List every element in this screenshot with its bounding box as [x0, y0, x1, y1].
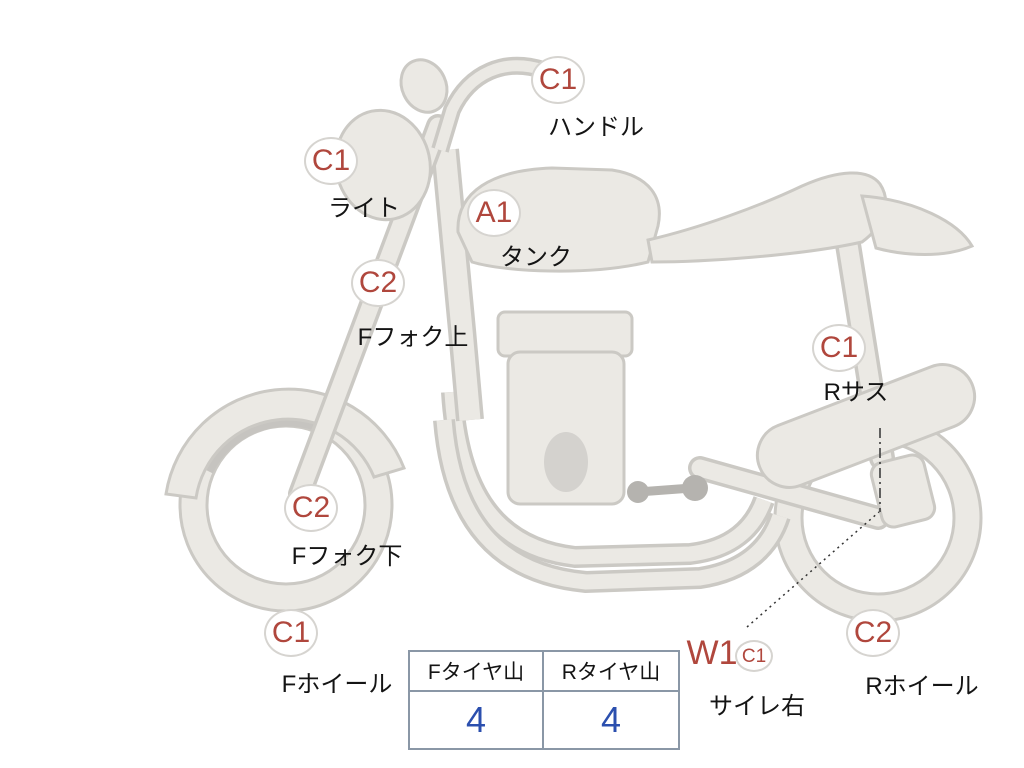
part-label-rear-wheel: Rホイール [865, 673, 979, 700]
swingarm-shape [688, 456, 890, 530]
part-label-front-fork-upper: Fフォク上 [357, 324, 469, 351]
tire-tread-table: Fタイヤ山 Rタイヤ山 4 4 [408, 650, 680, 750]
grade-badge-tank: A1 [467, 189, 521, 237]
grade-text: C2 [853, 616, 893, 649]
grade-badge-silencer: C1 [735, 640, 773, 672]
tire-table-value-front: 4 [410, 692, 544, 748]
grade-badge-rear-suspension: C1 [812, 324, 866, 372]
grade-text-silencer-w: W1 [686, 634, 738, 672]
side-panel-shape [869, 453, 937, 529]
part-label-front-fork-lower: Fフォク下 [291, 543, 403, 570]
grade-badge-front-fork-lower: C2 [284, 484, 338, 532]
part-label-tank: タンク [500, 244, 572, 271]
part-label-front-wheel: Fホイール [281, 671, 393, 698]
silencer-shape [755, 363, 977, 489]
tire-table-value-rear: 4 [600, 699, 622, 740]
grade-badge-rear-wheel: C2 [846, 609, 900, 657]
grade-badge-front-fork-upper: C2 [351, 259, 405, 307]
grade-text: A1 [475, 196, 513, 229]
tire-table-header-front: Fタイヤ山 [410, 652, 544, 692]
grade-text: C1 [538, 63, 578, 96]
tire-table-header-rear: Rタイヤ山 [544, 652, 678, 692]
front-fender-shape [164, 387, 406, 500]
dotted-leader-line [746, 511, 880, 628]
grade-text: C2 [358, 266, 398, 299]
grade-text: C1 [819, 331, 859, 364]
kick-lever-shape [627, 475, 708, 503]
part-label-handlebar: ハンドル [548, 114, 644, 141]
part-label-silencer-right: サイレ右 [709, 693, 805, 720]
grade-text: C1 [741, 645, 767, 667]
seat-shape [646, 171, 888, 264]
grade-badge-light: C1 [304, 137, 358, 185]
grade-text: C1 [311, 144, 351, 177]
part-label-rear-suspension: Rサス [823, 379, 889, 406]
handlebar-shape [399, 56, 546, 153]
part-label-light: ライト [328, 195, 400, 222]
grade-text: C2 [291, 491, 331, 524]
grade-text: C1 [271, 616, 311, 649]
grade-badge-handlebar: C1 [531, 56, 585, 104]
grade-badge-front-wheel: C1 [264, 609, 318, 657]
frame-downtube [431, 148, 484, 422]
exhaust-pipes [433, 391, 791, 594]
rear-cowl-shape [860, 194, 975, 256]
engine-shape [496, 310, 634, 506]
